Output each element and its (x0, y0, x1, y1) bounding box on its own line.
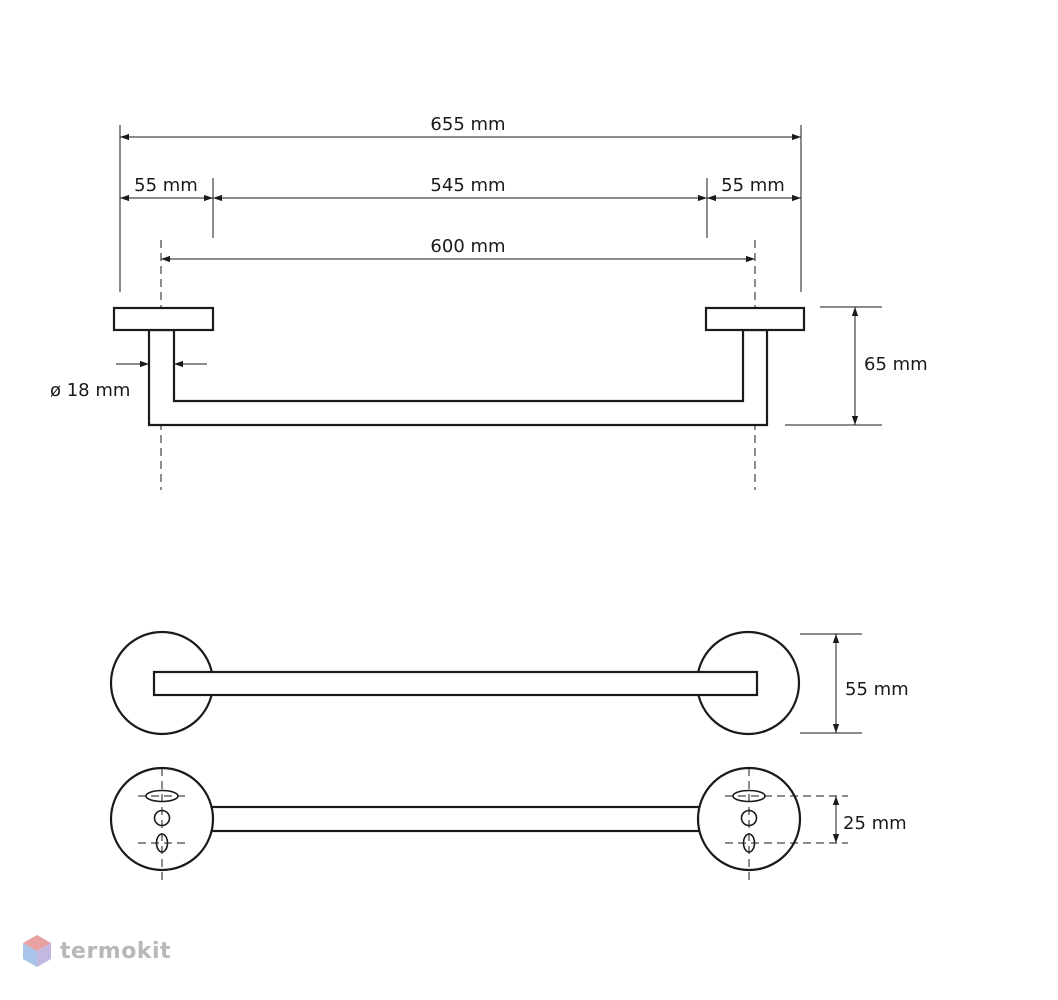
dim-left-flange: 55 mm (134, 175, 198, 196)
left-lower-slot-hole (155, 833, 169, 853)
dim-center-distance: 600 mm (430, 236, 505, 257)
mounting-view: 25 mm (109, 766, 907, 884)
right-lower-slot-hole (742, 833, 756, 853)
bar-mount (198, 805, 714, 833)
watermark-text: termokit (60, 938, 172, 964)
dim-projection-depth: 65 mm (864, 354, 928, 375)
left-flange (112, 306, 215, 332)
right-slot-hole (732, 789, 766, 803)
dim-right-flange: 55 mm (721, 175, 785, 196)
dim-flange-diameter: 55 mm (845, 679, 909, 700)
dim-tube-diameter: ø 18 mm (50, 380, 130, 401)
right-screw-hole (740, 809, 758, 827)
bar-front (152, 670, 759, 697)
dim-hole-spacing: 25 mm (843, 813, 907, 834)
dim-overall-width: 655 mm (430, 114, 505, 135)
front-view: 55 mm (109, 630, 909, 736)
left-screw-hole (153, 809, 171, 827)
watermark-logo: termokit (22, 934, 171, 968)
left-slot-hole (145, 789, 179, 803)
right-flange (704, 306, 806, 332)
left-mount-holes (138, 768, 188, 884)
towel-bar-profile (147, 328, 769, 427)
side-view: 655 mm 55 mm 545 mm 55 mm 600 mm ø 18 mm… (50, 114, 928, 490)
cube-logo-icon (23, 935, 51, 967)
right-mount-holes (725, 768, 848, 884)
dim-inner-width: 545 mm (430, 175, 505, 196)
